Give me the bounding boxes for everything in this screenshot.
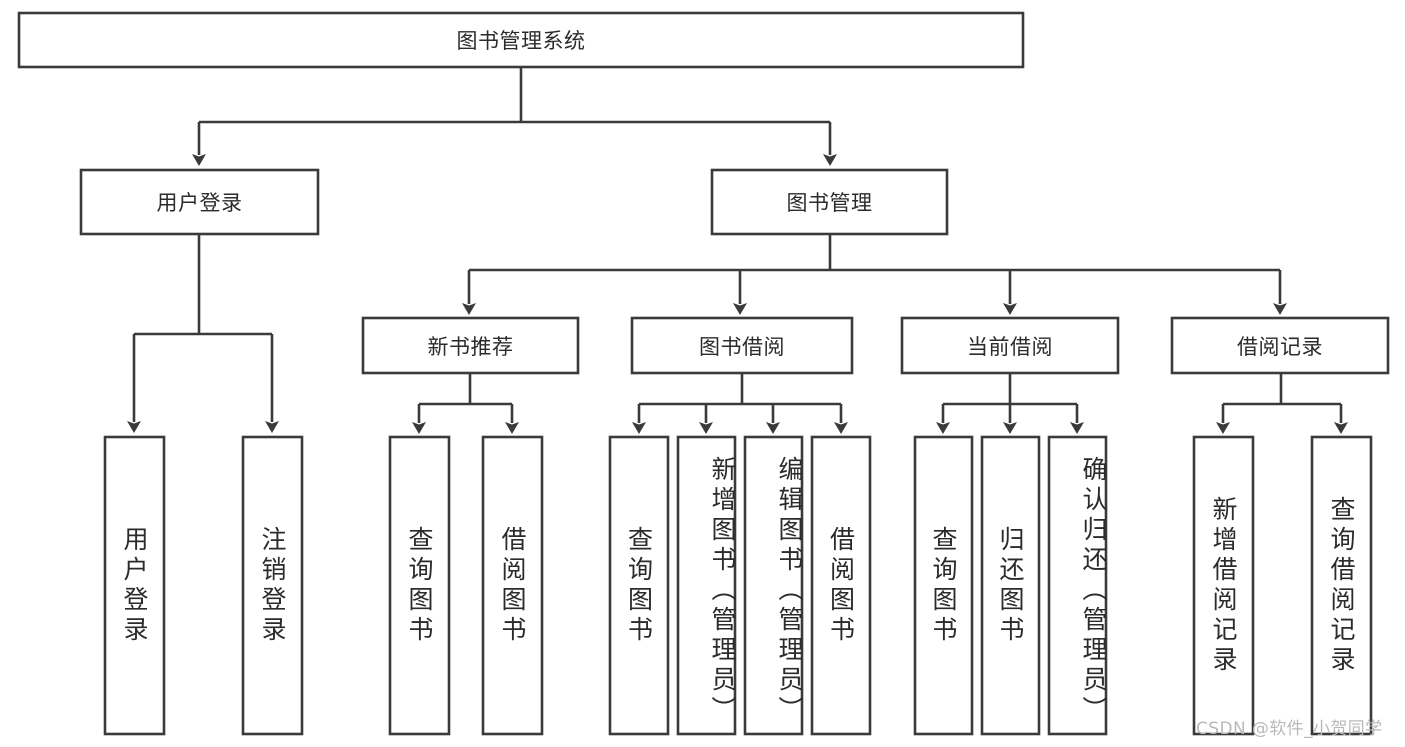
node-box-current-borrow[interactable] <box>900 316 1120 375</box>
node-box-leaf-query-borrow-record[interactable] <box>1310 435 1373 736</box>
edge-new-book-recommend-to-leaves <box>412 373 519 434</box>
edge-book-management-to-level3 <box>462 234 1287 315</box>
node-box-leaf-query-book-borrow[interactable] <box>608 435 670 736</box>
node-box-new-book-recommend[interactable] <box>361 316 580 375</box>
node-box-leaf-logout[interactable] <box>241 435 304 736</box>
node-box-borrow-record[interactable] <box>1170 316 1390 375</box>
node-box-leaf-query-book-current[interactable] <box>913 435 974 736</box>
node-box-leaf-return-book[interactable] <box>980 435 1041 736</box>
edge-borrow-record-to-leaves <box>1216 373 1348 434</box>
edge-root-to-level2 <box>192 67 837 166</box>
node-box-user-login[interactable] <box>79 168 320 236</box>
node-box-book-borrow[interactable] <box>630 316 854 375</box>
node-box-leaf-borrow-book-new[interactable] <box>481 435 544 736</box>
node-box-leaf-add-book-admin[interactable] <box>676 435 737 736</box>
node-box-leaf-user-login[interactable] <box>103 435 166 736</box>
watermark-text: CSDN @软件_小贺同学 <box>1196 719 1383 739</box>
edge-user-login-to-leaves <box>127 234 279 433</box>
node-box-leaf-edit-book-admin[interactable] <box>743 435 804 736</box>
edge-current-borrow-to-leaves <box>936 373 1084 434</box>
node-box-leaf-confirm-return-admin[interactable] <box>1047 435 1108 736</box>
node-box-book-management[interactable] <box>710 168 949 236</box>
edge-book-borrow-to-leaves <box>632 373 848 434</box>
node-box-leaf-add-borrow-record[interactable] <box>1192 435 1255 736</box>
node-box-leaf-borrow-book[interactable] <box>810 435 872 736</box>
node-box-root[interactable] <box>17 11 1025 69</box>
node-box-leaf-query-book-new[interactable] <box>388 435 451 736</box>
